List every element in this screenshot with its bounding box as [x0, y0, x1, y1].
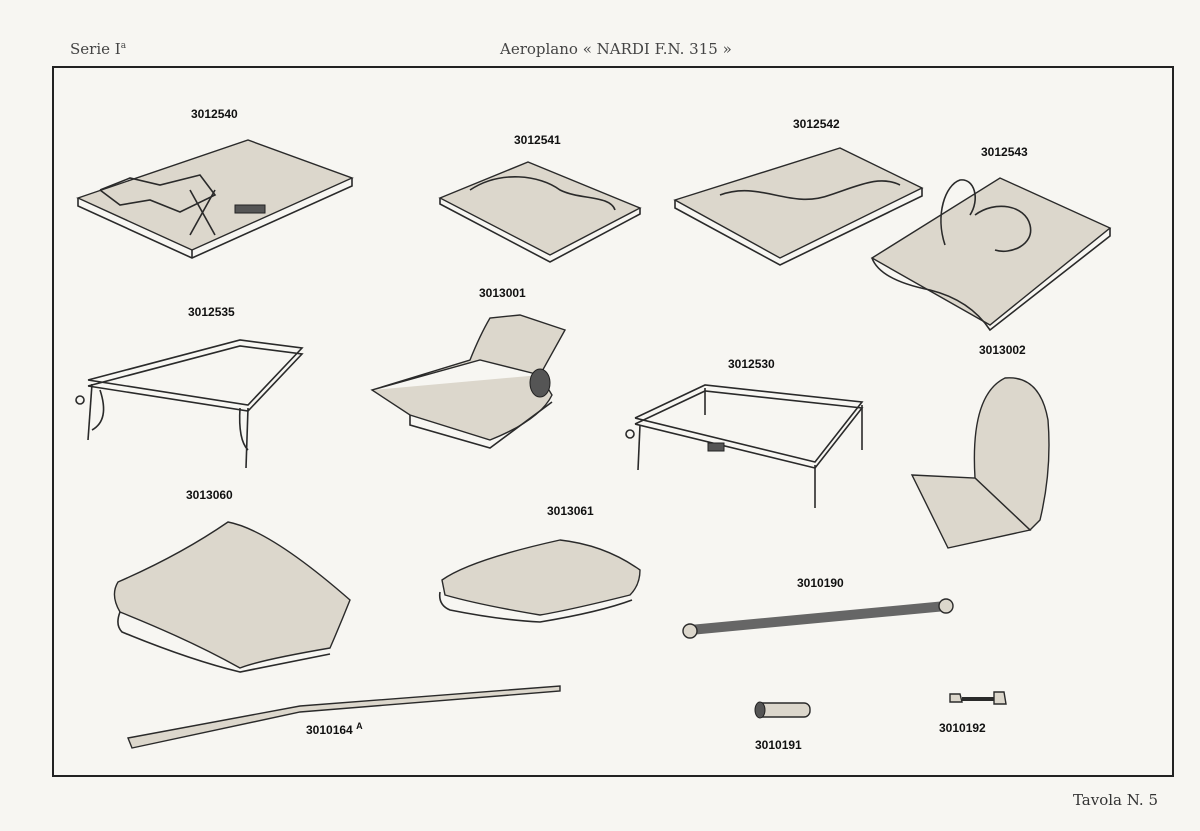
strip-3010164-drawing [127, 685, 561, 749]
cushion-3013061-drawing [438, 539, 641, 623]
seatback-3013002-drawing [910, 377, 1050, 549]
frame-3012530-drawing [625, 384, 864, 508]
part-number-3013002: 3013002 [979, 343, 1026, 357]
floor-panel-3012542-drawing [673, 147, 924, 266]
part-number-3010164: 3010164 A [306, 721, 363, 737]
part-number-3013001: 3013001 [479, 286, 526, 300]
plate-number: Tavola N. 5 [1072, 791, 1158, 809]
floor-panel-3012543-drawing [870, 177, 1112, 332]
part-number-3010190: 3010190 [797, 576, 844, 590]
part-number-3012540: 3012540 [191, 107, 238, 121]
part-number-3012542: 3012542 [793, 117, 840, 131]
cushion-3013060-drawing [113, 521, 351, 673]
seat-3013001-drawing [370, 314, 567, 449]
bolt-3010192-drawing [949, 691, 1007, 705]
plate-frame [52, 66, 1174, 777]
series-label: Serie Ia [70, 40, 127, 58]
part-number-3013061: 3013061 [547, 504, 594, 518]
part-number-3012530: 3012530 [728, 357, 775, 371]
part-number-3012541: 3012541 [514, 133, 561, 147]
floor-panel-3012541-drawing [438, 161, 642, 263]
part-number-3012535: 3012535 [188, 305, 235, 319]
part-number-3010192: 3010192 [939, 721, 986, 735]
rod-3010190-drawing [682, 598, 954, 639]
floor-panel-3012540-drawing [76, 139, 354, 259]
plate-title: Aeroplano « NARDI F.N. 315 » [500, 40, 732, 58]
part-number-3012543: 3012543 [981, 145, 1028, 159]
tube-3010191-drawing [754, 701, 811, 719]
frame-3012535-drawing [75, 339, 304, 469]
part-number-3013060: 3013060 [186, 488, 233, 502]
part-number-3010191: 3010191 [755, 738, 802, 752]
